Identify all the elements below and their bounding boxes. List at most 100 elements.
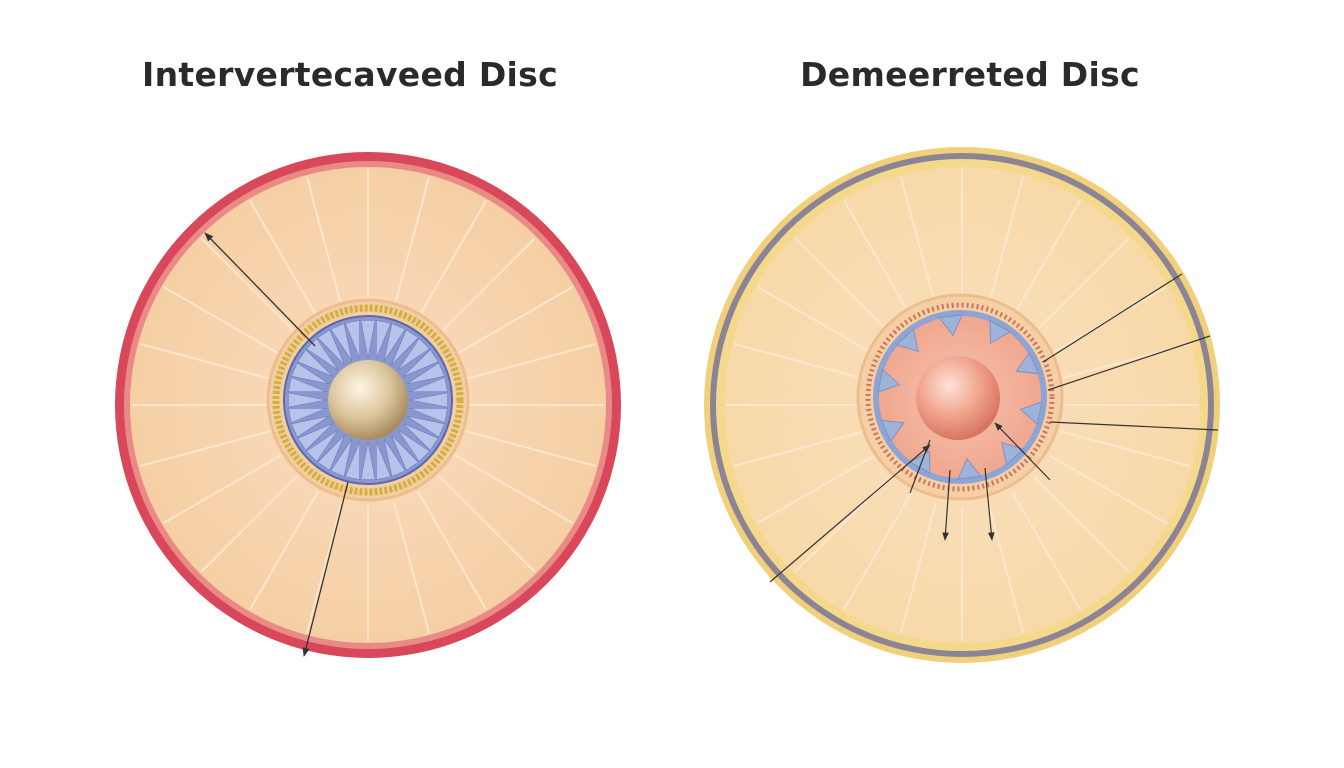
fibrous-petal bbox=[383, 438, 406, 477]
annotation-arrow bbox=[994, 422, 1051, 481]
fibrous-petal bbox=[330, 438, 353, 477]
lamella-line bbox=[417, 200, 487, 319]
lamella-line bbox=[1012, 492, 1081, 610]
degenerated-endplate-boundary bbox=[865, 302, 1055, 492]
lamella-line bbox=[987, 503, 1025, 634]
lamella-line bbox=[200, 475, 298, 573]
fibrous-petal bbox=[291, 415, 330, 438]
fibrous-petal bbox=[409, 376, 448, 393]
fibrous-petal bbox=[306, 338, 339, 371]
fissure-tooth bbox=[938, 314, 963, 337]
fissure-tooth bbox=[1015, 351, 1040, 375]
fibrous-petal bbox=[406, 362, 445, 385]
annotation-arrow bbox=[204, 232, 316, 347]
fibrous-petal bbox=[391, 434, 419, 471]
annotation-arrow bbox=[1047, 335, 1211, 391]
lamella-line bbox=[794, 237, 891, 334]
healthy-fibrous-ring bbox=[288, 320, 448, 480]
annotation-arrow bbox=[1049, 421, 1219, 431]
fissure-tooth bbox=[1001, 441, 1025, 466]
lamella-line bbox=[163, 286, 282, 356]
fissure-tooth bbox=[989, 319, 1011, 344]
fibrous-petal bbox=[402, 423, 439, 451]
fibrous-petal bbox=[397, 338, 430, 371]
degenerated-disc-title: Demeerreted Disc bbox=[800, 55, 1140, 94]
fibrous-petal bbox=[317, 434, 345, 471]
lamella-line bbox=[1033, 237, 1130, 334]
lamella-line bbox=[438, 475, 536, 573]
fibrous-petal bbox=[360, 320, 376, 359]
fibrous-petal bbox=[375, 441, 392, 480]
lamella-line bbox=[899, 176, 937, 307]
lamella-line bbox=[1033, 476, 1130, 573]
lamella-line bbox=[1012, 200, 1081, 318]
lamella-line bbox=[757, 286, 875, 355]
healthy-nucleus-pulposus bbox=[328, 360, 408, 440]
fibrous-petal bbox=[409, 407, 448, 424]
annotation-arrow bbox=[302, 481, 349, 657]
lamella-line bbox=[454, 286, 573, 356]
lamella-line bbox=[899, 503, 937, 634]
lamella-line bbox=[305, 176, 344, 309]
lamella-line bbox=[139, 429, 272, 468]
fissure-tooth bbox=[877, 368, 901, 393]
fibrous-petal bbox=[360, 441, 376, 480]
lamella-line bbox=[163, 454, 282, 524]
fibrous-petal bbox=[317, 329, 345, 366]
fibrous-petal bbox=[288, 376, 327, 393]
lamella-line bbox=[733, 342, 864, 380]
lamella-line bbox=[305, 501, 344, 634]
fibrous-petal bbox=[344, 320, 361, 359]
annotation-arrow bbox=[1042, 273, 1183, 363]
lamella-line bbox=[987, 176, 1025, 307]
lamella-line bbox=[249, 200, 319, 319]
healthy-disc bbox=[115, 152, 621, 658]
fibrous-petal bbox=[297, 349, 334, 377]
lamella-line bbox=[1049, 455, 1167, 524]
lamella-line bbox=[249, 491, 319, 610]
fibrous-petal bbox=[288, 392, 327, 408]
lamella-line bbox=[392, 501, 431, 634]
lamella-line bbox=[454, 454, 573, 524]
lamella-line bbox=[464, 429, 597, 468]
fibrous-petal bbox=[402, 349, 439, 377]
lamella-line bbox=[200, 237, 298, 335]
healthy-endplate-boundary bbox=[272, 304, 464, 496]
lamella-line bbox=[1060, 430, 1191, 468]
lamella-line bbox=[417, 491, 487, 610]
annotation-arrow bbox=[769, 444, 931, 583]
lamella-line bbox=[392, 176, 431, 309]
degenerated-fissures bbox=[877, 314, 1043, 480]
fissure-tooth bbox=[895, 328, 919, 353]
annotation-arrow bbox=[942, 469, 951, 541]
fibrous-petal bbox=[297, 423, 334, 451]
healthy-disc-title: Intervertecaveed Disc bbox=[142, 55, 558, 94]
lamella-line bbox=[843, 200, 912, 318]
lamella-line bbox=[733, 430, 864, 468]
fissure-tooth bbox=[880, 419, 905, 443]
fibrous-petal bbox=[375, 320, 392, 359]
degenerated-nucleus-pulposus bbox=[916, 356, 1000, 440]
fibrous-petal bbox=[344, 441, 361, 480]
annotation-arrow bbox=[909, 439, 931, 494]
fibrous-petal bbox=[330, 323, 353, 362]
lamella-line bbox=[464, 342, 597, 381]
lamella-line bbox=[843, 492, 912, 610]
fissure-tooth bbox=[1019, 401, 1043, 426]
fibrous-petal bbox=[288, 407, 327, 424]
healthy-annulus-lamellae bbox=[132, 169, 604, 641]
annotation-arrow bbox=[984, 467, 995, 541]
fissure-tooth bbox=[957, 457, 982, 480]
lamella-line bbox=[139, 342, 272, 381]
fibrous-petal bbox=[306, 429, 339, 462]
fibrous-petal bbox=[383, 323, 406, 362]
fibrous-petal bbox=[406, 415, 445, 438]
fibrous-petal bbox=[409, 392, 448, 408]
lamella-line bbox=[438, 237, 536, 335]
degenerated-disc bbox=[704, 147, 1220, 663]
lamella-line bbox=[757, 455, 875, 524]
fibrous-petal bbox=[391, 329, 419, 366]
fibrous-petal bbox=[397, 429, 430, 462]
fibrous-petal bbox=[291, 362, 330, 385]
